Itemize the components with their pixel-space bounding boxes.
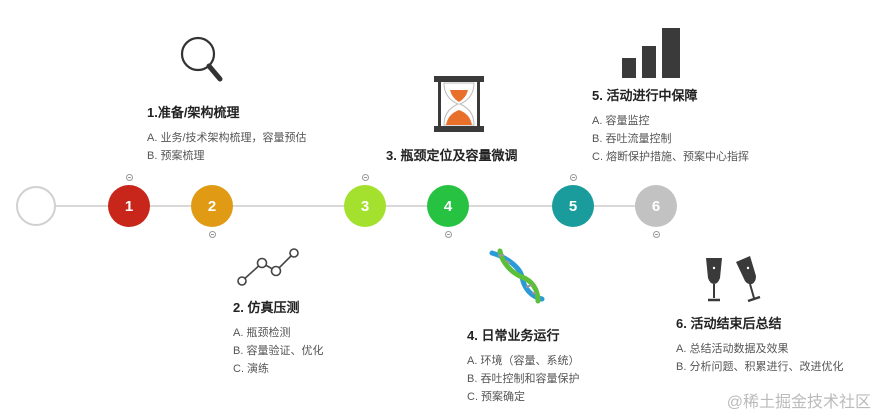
champagne-glasses-icon	[706, 256, 761, 303]
collapse-toggle-6[interactable]	[653, 231, 660, 238]
step-1-item-b: B. 预案梳理	[147, 150, 205, 162]
step-4-title: 4. 日常业务运行	[467, 328, 560, 343]
collapse-toggle-1[interactable]	[126, 174, 133, 181]
timeline-node-5[interactable]: 5	[552, 185, 594, 227]
node-2-label: 2	[207, 197, 217, 215]
node-1-label: 1	[124, 197, 134, 215]
timeline-node-1[interactable]: 1	[108, 185, 150, 227]
timeline-node-2[interactable]: 2	[191, 185, 233, 227]
timeline-node-3[interactable]: 3	[344, 185, 386, 227]
step-5-item-a: A. 容量监控	[592, 115, 650, 127]
step-5-item-b: B. 吞吐流量控制	[592, 133, 672, 145]
step-1-block: 1.准备/架构梳理 A. 业务/技术架构梳理，容量预估 B. 预案梳理	[147, 102, 307, 165]
step-2-item-b: B. 容量验证、优化	[233, 345, 324, 357]
step-1-item-a: A. 业务/技术架构梳理，容量预估	[147, 132, 307, 144]
step-2-block: 2. 仿真压测 A. 瓶颈检测 B. 容量验证、优化 C. 演练	[233, 297, 323, 378]
collapse-toggle-3[interactable]	[362, 174, 369, 181]
node-5-label: 5	[568, 197, 578, 215]
step-6-item-b: B. 分析问题、积累进行、改进优化	[676, 361, 844, 373]
collapse-toggle-4[interactable]	[445, 231, 452, 238]
bar-chart-icon	[622, 28, 680, 78]
step-6-block: 6. 活动结束后总结 A. 总结活动数据及效果 B. 分析问题、积累进行、改进优…	[676, 313, 843, 376]
collapse-toggle-2[interactable]	[209, 231, 216, 238]
step-6-item-a: A. 总结活动数据及效果	[676, 343, 789, 355]
node-6-label: 6	[651, 197, 661, 215]
timeline-node-6[interactable]: 6	[635, 185, 677, 227]
node-3-label: 3	[360, 197, 370, 215]
step-4-item-a: A. 环境（容量、系统）	[467, 355, 580, 367]
timeline-node-4[interactable]: 4	[427, 185, 469, 227]
step-5-item-c: C. 熔断保护措施、预案中心指挥	[592, 151, 750, 163]
step-2-item-c: C. 演练	[233, 363, 270, 375]
step-3-title: 3. 瓶颈定位及容量微调	[386, 148, 518, 163]
magnifier-icon	[180, 36, 223, 82]
node-4-label: 4	[443, 197, 453, 215]
timeline-start-node	[16, 186, 56, 226]
step-4-item-b: B. 吞吐控制和容量保护	[467, 373, 580, 385]
step-4-item-c: C. 预案确定	[467, 391, 526, 403]
dna-icon	[489, 248, 545, 304]
step-5-block: 5. 活动进行中保障 A. 容量监控 B. 吞吐流量控制 C. 熔断保护措施、预…	[592, 85, 749, 166]
collapse-toggle-5[interactable]	[570, 174, 577, 181]
hourglass-icon	[434, 76, 484, 132]
watermark: @稀土掘金技术社区	[726, 394, 871, 411]
step-1-title: 1.准备/架构梳理	[147, 105, 240, 120]
step-3-block: 3. 瓶颈定位及容量微调	[386, 145, 517, 164]
step-2-item-a: A. 瓶颈检测	[233, 327, 291, 339]
step-4-block: 4. 日常业务运行 A. 环境（容量、系统） B. 吞吐控制和容量保护 C. 预…	[467, 325, 579, 406]
step-6-title: 6. 活动结束后总结	[676, 316, 782, 331]
step-2-title: 2. 仿真压测	[233, 300, 300, 315]
step-5-title: 5. 活动进行中保障	[592, 88, 698, 103]
line-chart-icon	[237, 248, 299, 286]
